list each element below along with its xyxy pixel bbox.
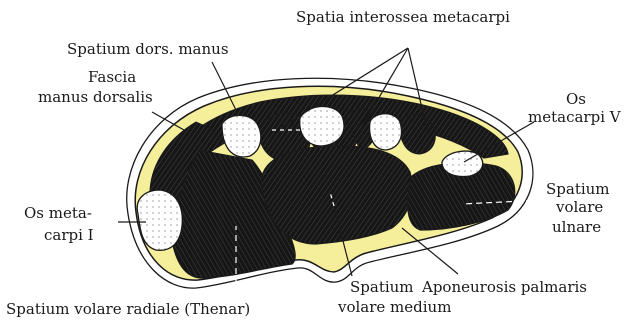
- label-os-metacarpi-v-line2: metacarpi V: [528, 108, 622, 126]
- label-spatium-volare-ulnare-line1: Spatium: [546, 180, 610, 198]
- label-spatium-volare-medium-line2: volare medium: [337, 298, 451, 316]
- label-spatia-interossea-metacarpi: Spatia interossea metacarpi: [296, 8, 510, 26]
- spatium-volare-medium: [261, 146, 412, 244]
- label-spatium-dors-manus: Spatium dors. manus: [67, 40, 229, 58]
- label-spatium-volare-radiale: Spatium volare radiale (Thenar): [6, 300, 250, 318]
- label-aponeurosis-palmaris: Aponeurosis palmaris: [421, 278, 587, 296]
- label-os-metacarpi-v-line1: Os: [566, 90, 586, 108]
- label-spatium-volare-ulnare-line2: volare: [555, 198, 603, 216]
- label-os-metacarpi-i-line1: Os meta-: [24, 204, 92, 222]
- label-os-metacarpi-i-line2: carpi I: [44, 226, 94, 244]
- label-fascia-line2: manus dorsalis: [38, 88, 153, 106]
- label-fascia-line1: Fascia: [88, 68, 136, 86]
- label-spatium-volare-medium-line1: Spatium: [350, 278, 414, 296]
- os-metacarpi-iii: [300, 106, 344, 146]
- os-metacarpi-iv: [370, 114, 402, 150]
- label-spatium-volare-ulnare-line3: ulnare: [552, 218, 601, 236]
